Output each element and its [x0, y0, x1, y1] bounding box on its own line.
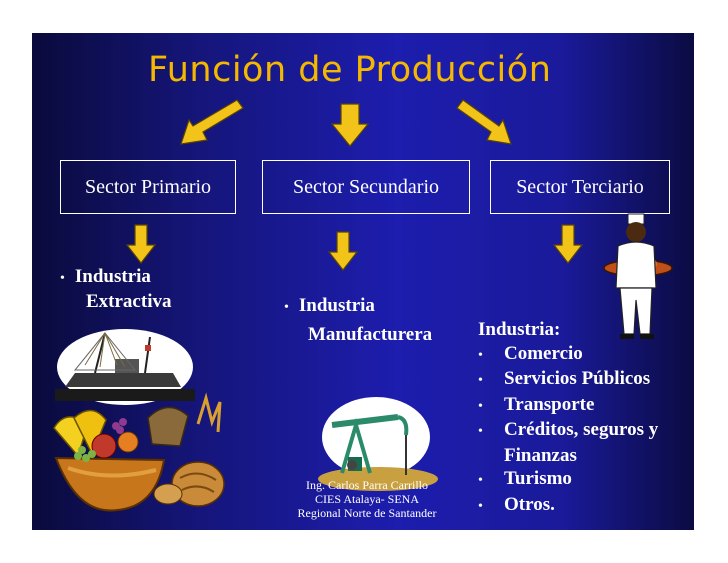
sector-primario-box: Sector Primario: [60, 160, 236, 214]
slide-title: Función de Producción: [148, 50, 552, 90]
arrow-down-icon: [330, 103, 370, 147]
primario-item-line2: Extractiva: [86, 291, 172, 312]
arrow-down-left-icon: [180, 99, 244, 145]
arrow-down-icon: [552, 224, 584, 264]
sector-secundario-label: Sector Secundario: [292, 175, 440, 198]
terciario-list: Industria: •Comercio •Servicios Públicos…: [478, 318, 658, 518]
list-item: •Transporte: [478, 393, 595, 415]
primario-item: • Industria Extractiva: [60, 265, 171, 313]
secundario-item: • Industria Manufacturera: [284, 292, 432, 348]
list-item: •Turismo: [478, 468, 572, 489]
waiter-icon: [603, 213, 673, 339]
sector-terciario-box: Sector Terciario: [490, 160, 670, 214]
terciario-heading: Industria:: [478, 319, 561, 340]
arrow-down-icon: [125, 224, 157, 264]
list-item: •Comercio: [478, 342, 583, 364]
sector-terciario-label: Sector Terciario: [516, 175, 644, 198]
list-item: •Otros.: [478, 493, 555, 515]
oil-pump-icon: [318, 397, 438, 491]
arrow-down-right-icon: [456, 99, 512, 145]
list-item: •Servicios Públicos: [478, 368, 651, 389]
fishing-boat-icon: [55, 329, 195, 405]
fruit-bread-icon: [53, 392, 225, 512]
sector-secundario-box: Sector Secundario: [262, 160, 470, 214]
sector-primario-label: Sector Primario: [84, 175, 212, 198]
arrow-down-icon: [327, 231, 359, 271]
primario-item-line1: Industria: [74, 266, 151, 287]
bullet-marker: •: [284, 300, 289, 315]
bullet-marker: •: [60, 271, 65, 286]
secundario-item-line2: Manufacturera: [308, 324, 433, 345]
credit-text: Ing. Carlos Parra Carrillo CIES Atalaya-…: [297, 478, 437, 520]
list-item: •Créditos, seguros y: [478, 419, 659, 440]
list-item-continuation: Finanzas: [504, 444, 577, 466]
secundario-item-line1: Industria: [298, 295, 375, 316]
